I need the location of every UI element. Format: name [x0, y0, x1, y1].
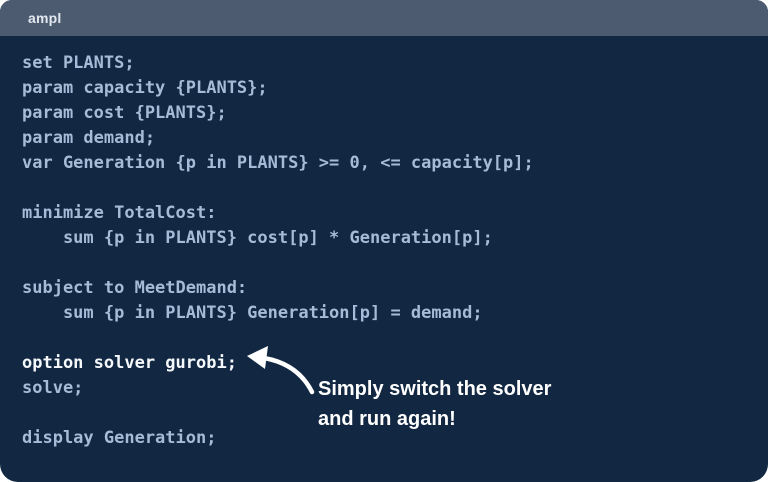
code-line: sum {p in PLANTS} cost[p] * Generation[p… — [22, 228, 493, 248]
curved-arrow-icon — [247, 346, 315, 395]
code-line: subject to MeetDemand: — [22, 278, 248, 298]
code-line: minimize TotalCost: — [22, 203, 217, 223]
code-line: sum {p in PLANTS} Generation[p] = demand… — [22, 303, 483, 323]
window-title: ampl — [28, 10, 62, 26]
annotation-line1: Simply switch the solver — [318, 378, 552, 400]
highlighted-code-line-solver-option: option solver gurobi; — [22, 353, 237, 373]
code-line: display Generation; — [22, 428, 217, 448]
code-line: set PLANTS; — [22, 53, 135, 73]
annotation-callout: Simply switch the solver and run again! — [318, 374, 551, 434]
code-line-blank — [22, 251, 758, 276]
code-line: param capacity {PLANTS}; — [22, 78, 268, 98]
code-area: set PLANTS; param capacity {PLANTS}; par… — [0, 36, 768, 482]
code-line: solve; — [22, 378, 84, 398]
code-line: param cost {PLANTS}; — [22, 103, 227, 123]
code-line: param demand; — [22, 128, 156, 148]
window-titlebar: ampl — [0, 0, 768, 36]
code-line-blank — [22, 326, 758, 351]
annotation-line2: and run again! — [318, 408, 456, 430]
code-line-blank — [22, 176, 758, 201]
code-line: var Generation {p in PLANTS} >= 0, <= ca… — [22, 153, 534, 173]
